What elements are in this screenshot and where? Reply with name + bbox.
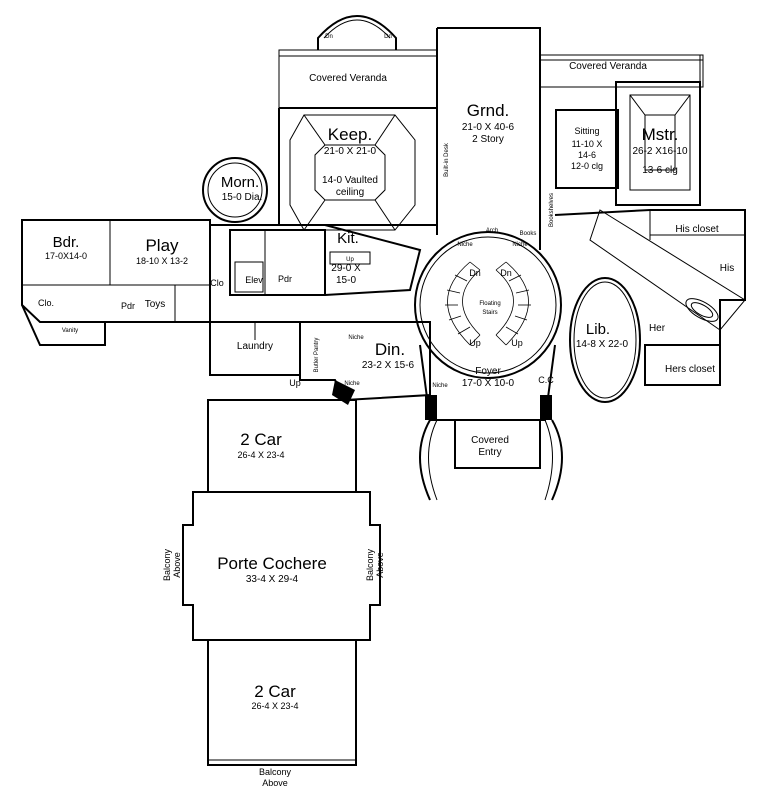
label-up-laundry: Up — [289, 378, 301, 388]
room-labels: Covered Veranda Covered Veranda Dn Dn Gr… — [38, 34, 734, 788]
label-hers-closet: Hers closet — [665, 364, 715, 375]
label-bedroom-dim: 17-0X14-0 — [45, 251, 87, 261]
label-elevator: Elev — [245, 275, 263, 285]
label-bedroom-name: Bdr. — [53, 234, 80, 251]
label-balcony-right-1: Balcony — [365, 548, 375, 581]
label-grand-note: 2 Story — [472, 134, 504, 145]
label-garage2-dim: 26-4 X 23-4 — [251, 701, 298, 711]
label-books: Books — [520, 231, 537, 237]
label-closet-left: Clo. — [38, 298, 54, 308]
label-coat-closet: C.C — [538, 375, 554, 385]
label-master-dim: 26-2 X16-10 — [632, 146, 687, 157]
label-niche-foyer-right: Niche — [512, 242, 528, 248]
label-kitchen-dim1: 29-0 X — [331, 263, 361, 274]
label-dn-left: Dn — [325, 34, 333, 40]
label-pantry-left: Pdr — [121, 301, 135, 311]
label-balcony-left-2: Above — [172, 552, 182, 578]
label-niche-foyer-bottom: Niche — [432, 383, 448, 389]
label-keep-note2: ceiling — [336, 187, 364, 198]
label-dn-stair-right: Dn — [500, 268, 512, 278]
label-arch: Arch — [486, 228, 498, 234]
label-garage1-dim: 26-4 X 23-4 — [237, 450, 284, 460]
label-built-in-desk: Built-in Desk — [444, 142, 450, 177]
label-play-dim: 18-10 X 13-2 — [136, 256, 188, 266]
label-sitting-dim2: 14-6 — [578, 150, 596, 160]
label-sitting-note: 12-0 clg — [571, 161, 603, 171]
label-niche-dining: Niche — [348, 335, 364, 341]
label-foyer-name: Foyer — [475, 366, 501, 377]
main-walls — [21, 27, 746, 501]
label-balcony-bottom-2: Above — [262, 778, 288, 788]
label-foyer-dim: 17-0 X 10-0 — [462, 378, 515, 389]
label-keep-note1: 14-0 Vaulted — [322, 175, 378, 186]
label-garage1-name: 2 Car — [240, 430, 282, 449]
label-sitting-name: Sitting — [574, 126, 599, 136]
label-master-name: Mstr. — [642, 125, 679, 144]
label-bookshelves: Bookshelves — [549, 193, 555, 227]
label-dining-dim: 23-2 X 15-6 — [362, 360, 415, 371]
label-porte-cochere-name: Porte Cochere — [217, 554, 327, 573]
garage-structure — [182, 399, 381, 766]
label-pantry-kitchen: Pdr — [278, 274, 292, 284]
label-vanity: Vanity — [62, 328, 78, 334]
label-kitchen-dim2: 15-0 — [336, 275, 356, 286]
label-covered-veranda-left: Covered Veranda — [309, 73, 387, 84]
label-floating-stairs-1: Floating — [479, 301, 500, 307]
label-morning-dim: 15-0 Dia. — [222, 192, 263, 203]
label-niche-dining2: Niche — [344, 381, 360, 387]
label-grand-name: Grnd. — [467, 101, 510, 120]
label-covered-entry-2: Entry — [478, 447, 501, 458]
label-dining-name: Din. — [375, 340, 405, 359]
label-niche-foyer-left: Niche — [457, 242, 473, 248]
label-garage2-name: 2 Car — [254, 682, 296, 701]
label-covered-entry-1: Covered — [471, 435, 509, 446]
label-master-note: 13-6 clg — [642, 165, 678, 176]
label-up-kitchen: Up — [346, 257, 354, 263]
morning-room-shape — [202, 157, 268, 223]
label-sitting-dim1: 11-10 X — [572, 139, 603, 149]
label-play-name: Play — [145, 236, 179, 255]
label-up-stair-right: Up — [511, 338, 523, 348]
label-balcony-bottom-1: Balcony — [259, 767, 292, 777]
label-library-dim: 14-8 X 22-0 — [576, 339, 629, 350]
label-floating-stairs-2: Stairs — [482, 310, 497, 316]
label-dn-stair-left: Dn — [469, 268, 481, 278]
label-keep-dim: 21-0 X 21-0 — [324, 146, 377, 157]
label-kitchen-name: Kit. — [337, 230, 359, 247]
label-balcony-right-2: Above — [375, 552, 385, 578]
label-keep-name: Keep. — [328, 125, 372, 144]
label-his: His — [720, 263, 734, 274]
label-laundry: Laundry — [237, 341, 273, 352]
label-library-name: Lib. — [586, 321, 610, 338]
label-up-stair-left: Up — [469, 338, 481, 348]
label-closet-kitchen: Clo — [210, 278, 224, 288]
label-balcony-left-1: Balcony — [162, 548, 172, 581]
label-dn-right: Dn — [384, 34, 392, 40]
label-grand-dim: 21-0 X 40-6 — [462, 122, 515, 133]
floating-stairs — [445, 261, 531, 346]
label-morning-name: Morn. — [221, 174, 259, 191]
label-covered-veranda-right: Covered Veranda — [569, 61, 647, 72]
label-her: Her — [649, 323, 666, 334]
label-porte-cochere-dim: 33-4 X 29-4 — [246, 574, 299, 585]
label-toys: Toys — [145, 299, 166, 310]
label-butler-pantry: Butler Pantry — [314, 338, 320, 373]
label-his-closet: His closet — [675, 224, 719, 235]
